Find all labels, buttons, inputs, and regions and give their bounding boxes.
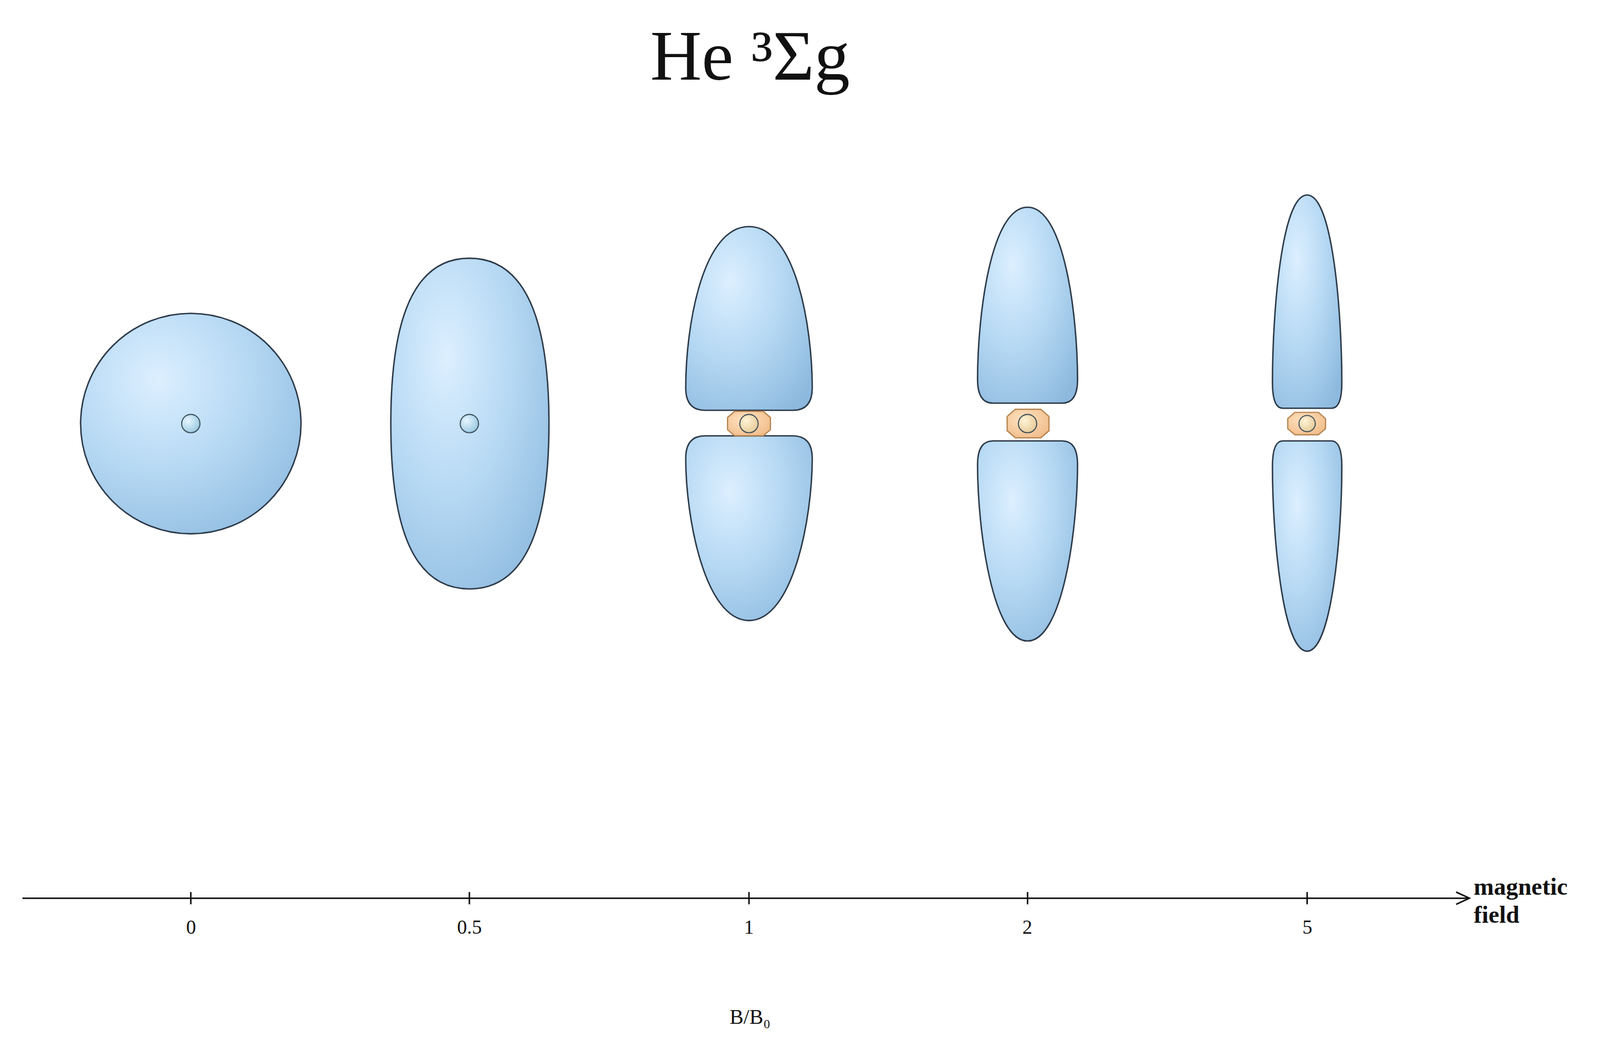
axis-title: magnetic field [1473, 873, 1592, 929]
tick-label: 1 [743, 915, 754, 939]
tick-label: 2 [1022, 915, 1033, 939]
field-axis [22, 891, 1470, 904]
diagram-title: He ³Σg [650, 16, 850, 95]
tick-label: 0.5 [457, 915, 483, 939]
tick-label: 0 [186, 915, 197, 939]
inner-density [727, 409, 1326, 438]
nucleus [181, 414, 1316, 433]
density-lobes [80, 194, 1342, 652]
tick-label: 5 [1302, 915, 1313, 939]
axis-unit: B/B₀ [729, 1004, 771, 1029]
